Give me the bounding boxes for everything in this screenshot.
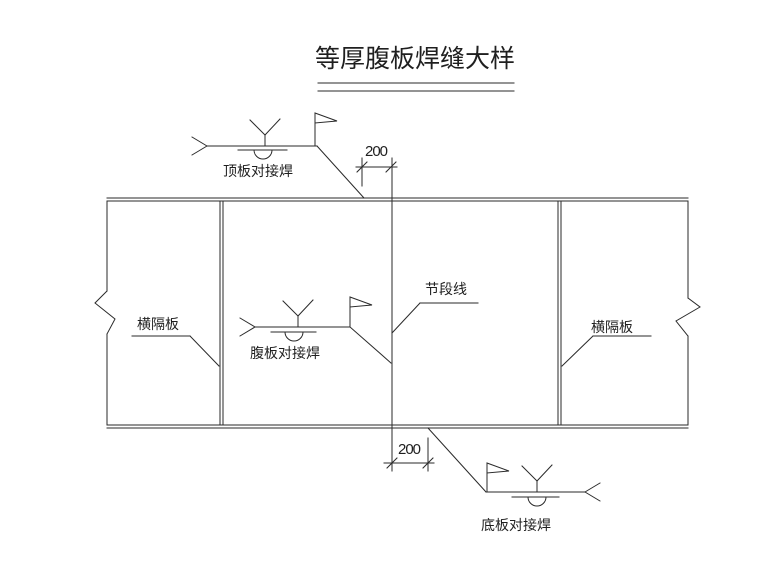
- bottom-weld-seam-arc: [527, 496, 547, 507]
- web-weld-tail-lower: [239, 326, 256, 337]
- diaphragm-left-label: 横隔板: [137, 316, 179, 332]
- top-weld-tail-lower: [191, 145, 208, 156]
- web-weld-label: 腹板对接焊: [250, 345, 320, 361]
- dim-top-tick-right: [385, 161, 397, 173]
- bottom-weld-flag-icon: [486, 462, 510, 474]
- top-weld-tail-upper: [191, 136, 208, 147]
- bottom-weld-label: 底板对接焊: [481, 517, 551, 533]
- bottom-weld-leader: [427, 427, 487, 493]
- dim-bottom-value: 200: [398, 441, 421, 458]
- dim-top-tick-left: [356, 161, 368, 173]
- dim-bottom-tick-left: [386, 457, 398, 469]
- diaphragm-left-leader-diag: [189, 335, 220, 367]
- web-weld-seam-arc: [284, 331, 304, 342]
- linework: [94, 82, 701, 507]
- right-break-line: [675, 297, 701, 337]
- web-weld-tail-upper: [239, 317, 256, 328]
- left-break-line: [94, 290, 116, 335]
- segment-line-label: 节段线: [425, 281, 467, 297]
- bottom-weld-tail-upper: [584, 482, 601, 493]
- dim-bottom-tick-right: [422, 457, 434, 469]
- bottom-weld-v-right: [536, 464, 553, 482]
- top-weld-v-right: [264, 118, 281, 136]
- web-weld-v-right: [297, 299, 314, 317]
- dim-top-value: 200: [365, 143, 388, 160]
- diaphragm-right-leader-diag: [561, 335, 594, 367]
- bottom-weld-tail-lower: [584, 491, 601, 502]
- top-weld-flag-icon: [314, 112, 338, 124]
- top-weld-leader: [316, 145, 365, 199]
- top-weld-v-left: [249, 119, 266, 136]
- segment-label-leader-diag: [391, 302, 421, 334]
- bottom-weld-v-left: [521, 465, 538, 482]
- web-weld-flag-icon: [349, 296, 373, 308]
- web-weld-leader: [349, 326, 392, 364]
- top-weld-label: 顶板对接焊: [223, 163, 293, 179]
- drawing-title: 等厚腹板焊缝大样: [315, 45, 515, 73]
- diaphragm-right-label: 横隔板: [591, 319, 633, 335]
- web-weld-v-left: [282, 300, 299, 317]
- top-weld-seam-arc: [253, 149, 273, 160]
